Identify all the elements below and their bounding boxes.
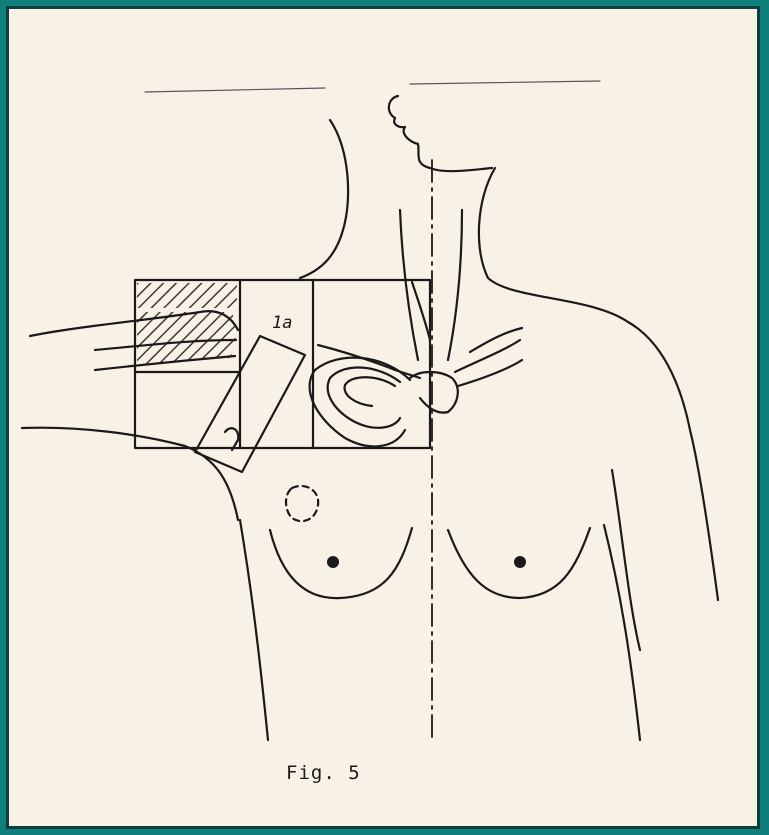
left-nipple — [327, 556, 339, 568]
neck-left-outline — [300, 120, 348, 278]
neck-muscle — [412, 282, 430, 340]
face-outline — [389, 96, 492, 171]
right-arm-inner — [612, 470, 640, 650]
left-torso-side — [240, 520, 268, 740]
rib-line-right — [470, 328, 522, 352]
clavicle-right — [455, 340, 522, 386]
right-nipple — [514, 556, 526, 568]
scan-line-top — [145, 81, 600, 92]
hatched-region-middle — [137, 312, 236, 364]
label-1a: 1a — [272, 313, 292, 333]
applicator-tip — [225, 428, 238, 450]
marked-region-circle — [286, 486, 318, 521]
right-torso-side — [604, 525, 640, 740]
neck-right-outline — [479, 168, 718, 600]
humeral-head-core — [345, 377, 395, 406]
trachea-right — [448, 210, 462, 360]
hatched-region-top — [137, 283, 237, 308]
figure-caption: Fig. 5 — [286, 762, 361, 784]
left-breast — [270, 528, 412, 598]
left-arm-lower — [22, 428, 238, 520]
trachea-left — [400, 210, 418, 360]
